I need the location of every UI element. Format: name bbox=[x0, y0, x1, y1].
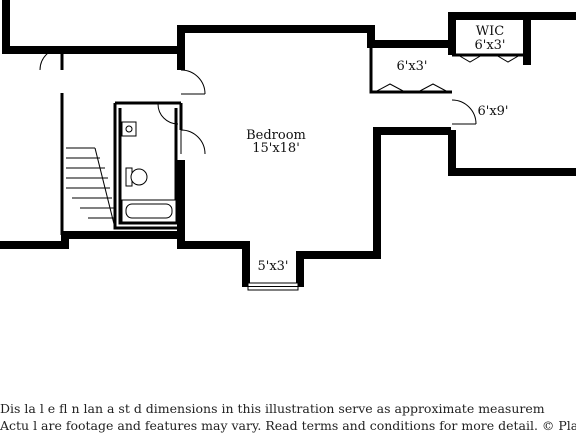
alcove-dims-label: 5'x3' bbox=[257, 259, 288, 274]
door-closet-right-a bbox=[374, 83, 406, 93]
wall-alcove-right bbox=[296, 127, 451, 287]
door-closet-right-b bbox=[417, 83, 449, 93]
door-hall-left bbox=[39, 47, 63, 71]
bath-fixtures bbox=[121, 121, 177, 223]
door-right-room bbox=[451, 99, 477, 125]
door-wic-a bbox=[457, 54, 483, 63]
door-bedroom-lower bbox=[180, 129, 206, 155]
bath-inner bbox=[118, 108, 178, 225]
wic-name-label: WIC bbox=[476, 24, 504, 39]
walls bbox=[0, 0, 576, 287]
sink-drain-icon bbox=[125, 125, 133, 133]
window-alcove bbox=[247, 282, 299, 291]
stairs bbox=[66, 147, 116, 229]
stair-tread bbox=[66, 147, 115, 219]
bedroom-dims-label: 15'x18' bbox=[252, 141, 300, 156]
wall-right-room-lower bbox=[448, 130, 576, 176]
doors bbox=[39, 47, 521, 155]
right-room-dims-label: 6'x9' bbox=[477, 104, 508, 119]
wall-bedroom-left-lower bbox=[177, 160, 250, 287]
toilet-bowl-icon bbox=[130, 168, 148, 186]
closet-right-dims-label: 6'x3' bbox=[396, 59, 427, 74]
disclaimer-line-2: Actu l are footage and features may vary… bbox=[0, 418, 576, 433]
stair-stringer bbox=[94, 147, 116, 229]
door-bath bbox=[157, 103, 179, 125]
bedroom-name-label: Bedroom bbox=[246, 128, 306, 143]
wic-dims-label: 6'x3' bbox=[474, 38, 505, 53]
disclaimer-line-1: Dis la l e fl n lan a st d dimensions in… bbox=[0, 401, 545, 416]
wall-left-lower bbox=[0, 231, 179, 249]
closet-partition bbox=[369, 44, 452, 94]
door-wic-b bbox=[495, 54, 521, 63]
bathtub-inner-icon bbox=[125, 203, 173, 219]
door-bedroom-upper bbox=[180, 69, 206, 95]
